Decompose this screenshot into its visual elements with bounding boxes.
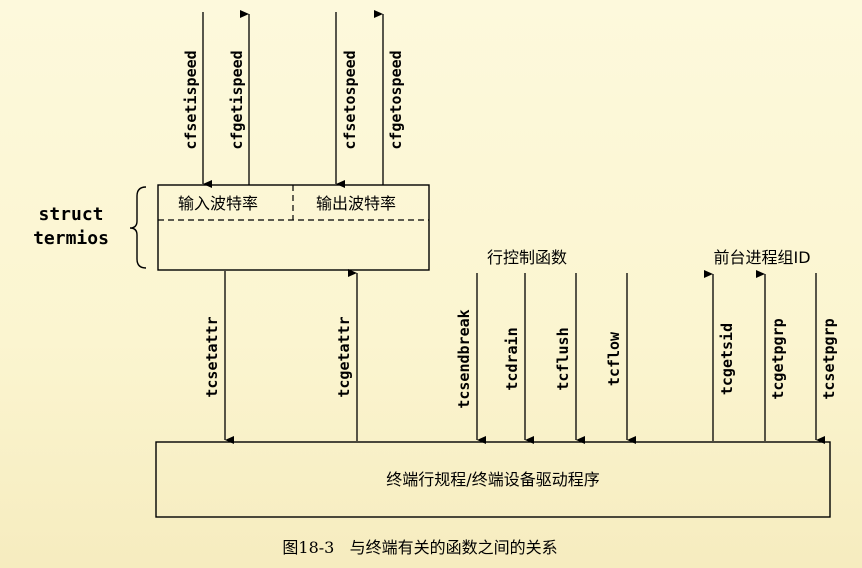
cfsetispeed-label: cfsetispeed <box>182 50 200 149</box>
cfsetospeed-label: cfsetospeed <box>341 50 359 149</box>
tcsetpgrp-label: tcsetpgrp <box>820 318 838 399</box>
line-control-title: 行控制函数 <box>487 248 567 267</box>
termios-box: 输入波特率 输出波特率 <box>157 184 430 271</box>
output-speed-field: 输出波特率 <box>316 194 396 213</box>
struct-label-line2: termios <box>33 228 109 249</box>
process-group-group: 前台进程组ID tcgetsid tcgetpgrp tcsetpgrp <box>704 248 838 444</box>
tcflow-label: tcflow <box>605 331 623 386</box>
struct-termios-label: struct termios <box>33 186 147 269</box>
process-group-title: 前台进程组ID <box>713 248 810 267</box>
attr-function-arrows: tcsetattr tcgetattr <box>203 269 358 444</box>
brace-icon <box>129 186 147 269</box>
tcflush-label: tcflush <box>554 327 572 390</box>
cfgetispeed-label: cfgetispeed <box>228 50 246 149</box>
speed-function-arrows: cfsetispeed cfgetispeed cfsetospeed cfge… <box>182 10 405 188</box>
tcgetsid-label: tcgetsid <box>718 323 736 395</box>
line-control-group: 行控制函数 tcsendbreak tcdrain tcflush tcflow <box>455 248 636 444</box>
figure-caption: 图18-3 与终端有关的函数之间的关系 <box>282 538 557 557</box>
tcdrain-label: tcdrain <box>503 327 521 390</box>
tcgetpgrp-label: tcgetpgrp <box>769 318 787 399</box>
tcsendbreak-label: tcsendbreak <box>455 309 473 408</box>
tcsetattr-label: tcsetattr <box>203 316 221 397</box>
driver-box: 终端行规程/终端设备驱动程序 <box>155 441 831 518</box>
input-speed-field: 输入波特率 <box>178 194 258 213</box>
driver-box-label: 终端行规程/终端设备驱动程序 <box>386 470 599 489</box>
struct-label-line1: struct <box>38 204 103 225</box>
tcgetattr-label: tcgetattr <box>335 316 353 397</box>
cfgetospeed-label: cfgetospeed <box>387 50 405 149</box>
